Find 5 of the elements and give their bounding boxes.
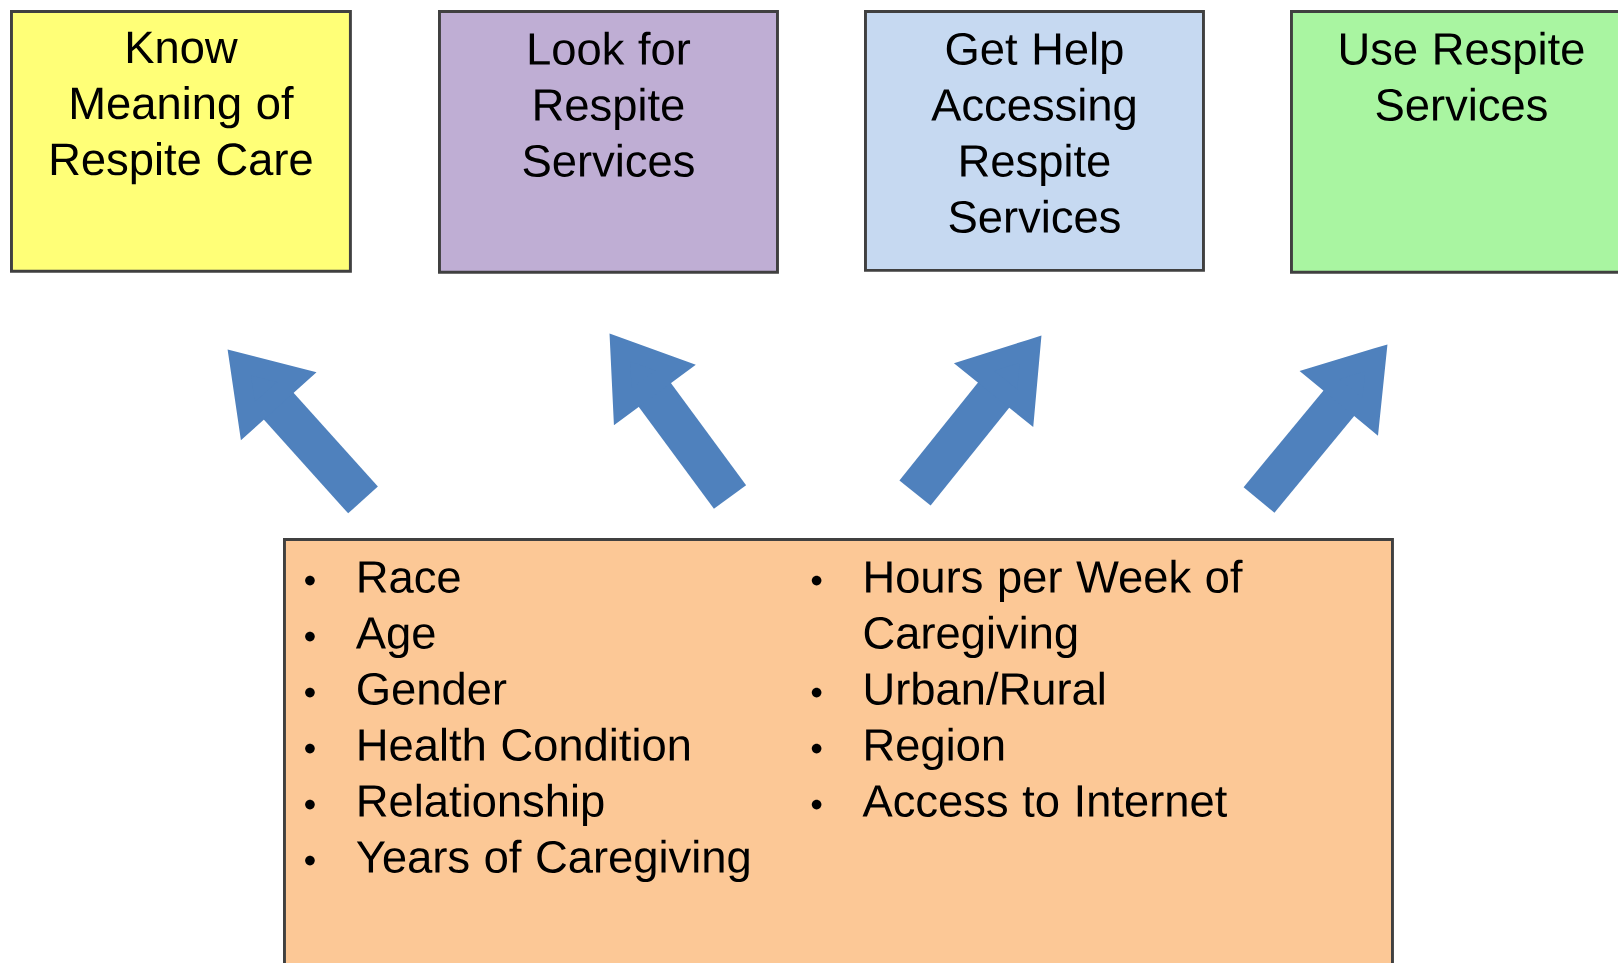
- process-box: Look for Respite Services: [438, 10, 779, 274]
- process-box: Use Respite Services: [1290, 10, 1618, 274]
- process-box: Get Help Accessing Respite Services: [864, 10, 1205, 272]
- factor-list-box: Race Age Gender Health Condition Relationship Years of Caregiving Hours per Week of Caregiving Urban/Rural Region Access to Internet: [283, 538, 1394, 963]
- process-box: Know Meaning of Respite Care: [10, 10, 352, 273]
